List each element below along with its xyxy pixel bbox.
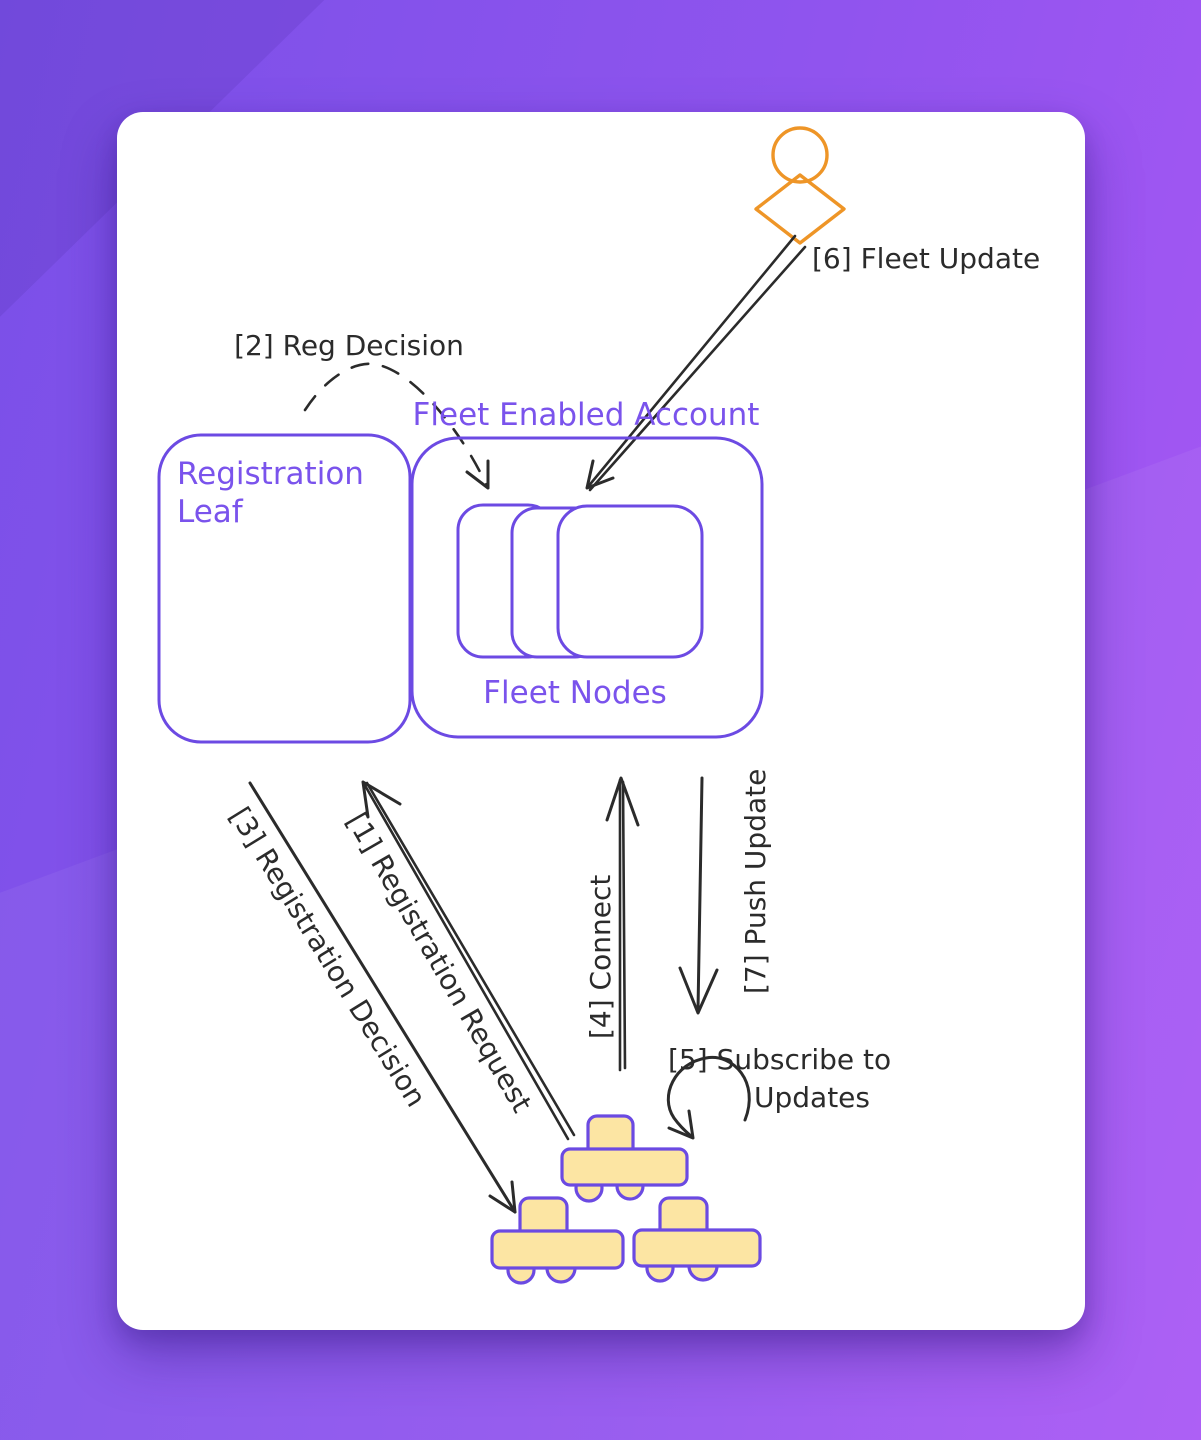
- arrowhead: [465, 459, 490, 490]
- edge-line: [303, 362, 490, 490]
- edge-label-registration-request: [1] Registration Request: [340, 807, 539, 1118]
- edge-label-subscribe-line2: Updates: [754, 1081, 870, 1114]
- registration-leaf-label-line2: Leaf: [177, 494, 244, 530]
- edge-line: [365, 781, 576, 1137]
- edge-label-push-update: [7] Push Update: [739, 769, 772, 994]
- truck-body: [490, 1229, 625, 1270]
- edge-label-fleet-update: [6] Fleet Update: [812, 242, 1040, 275]
- edge-line: [248, 781, 517, 1214]
- arrowhead: [585, 459, 615, 490]
- arrowhead: [678, 966, 719, 1015]
- edge-line: [621, 780, 627, 1070]
- edge-connect: [605, 776, 640, 1072]
- arrowhead: [361, 780, 402, 819]
- user-actor: [754, 126, 846, 245]
- fleet-enabled-account-box: [410, 436, 764, 739]
- registration-leaf-label-line1: Registration: [177, 456, 364, 492]
- edge-reg-decision: [303, 362, 490, 490]
- fleet-node-3: [556, 504, 704, 659]
- edge-subscribe-loop: [666, 1055, 751, 1140]
- edge-push-update: [678, 776, 719, 1015]
- edge-line: [588, 245, 807, 492]
- edge-label-reg-decision: [2] Reg Decision: [234, 329, 464, 362]
- truck-2: [490, 1196, 625, 1285]
- fleet-nodes-label: Fleet Nodes: [483, 675, 667, 711]
- truck-3: [632, 1196, 762, 1283]
- arrowhead: [667, 1109, 695, 1140]
- edge-registration-request: [361, 780, 576, 1141]
- actor-head-icon: [771, 126, 829, 184]
- fleet-architecture-diagram: [6] Fleet Update [2] Reg Decision Regist…: [157, 126, 1040, 1285]
- arrowhead: [488, 1180, 517, 1214]
- fleet-nodes-group: [456, 503, 704, 659]
- truck-body: [632, 1228, 762, 1268]
- truck-1: [560, 1114, 689, 1203]
- truck-body: [560, 1147, 689, 1187]
- edge-line: [696, 776, 704, 1012]
- whiteboard-card: [6] Fleet Update [2] Reg Decision Regist…: [117, 112, 1085, 1330]
- edge-line: [361, 780, 570, 1141]
- arrowhead: [605, 776, 640, 827]
- edge-line: [585, 234, 797, 490]
- edge-registration-decision: [248, 781, 517, 1214]
- registration-leaf-box: [157, 433, 412, 744]
- fleet-enabled-account-label: Fleet Enabled Account: [413, 397, 760, 433]
- edge-line: [666, 1055, 751, 1138]
- actor-body-icon: [754, 173, 846, 245]
- edge-fleet-update: [585, 234, 807, 492]
- edge-label-connect: [4] Connect: [584, 875, 617, 1039]
